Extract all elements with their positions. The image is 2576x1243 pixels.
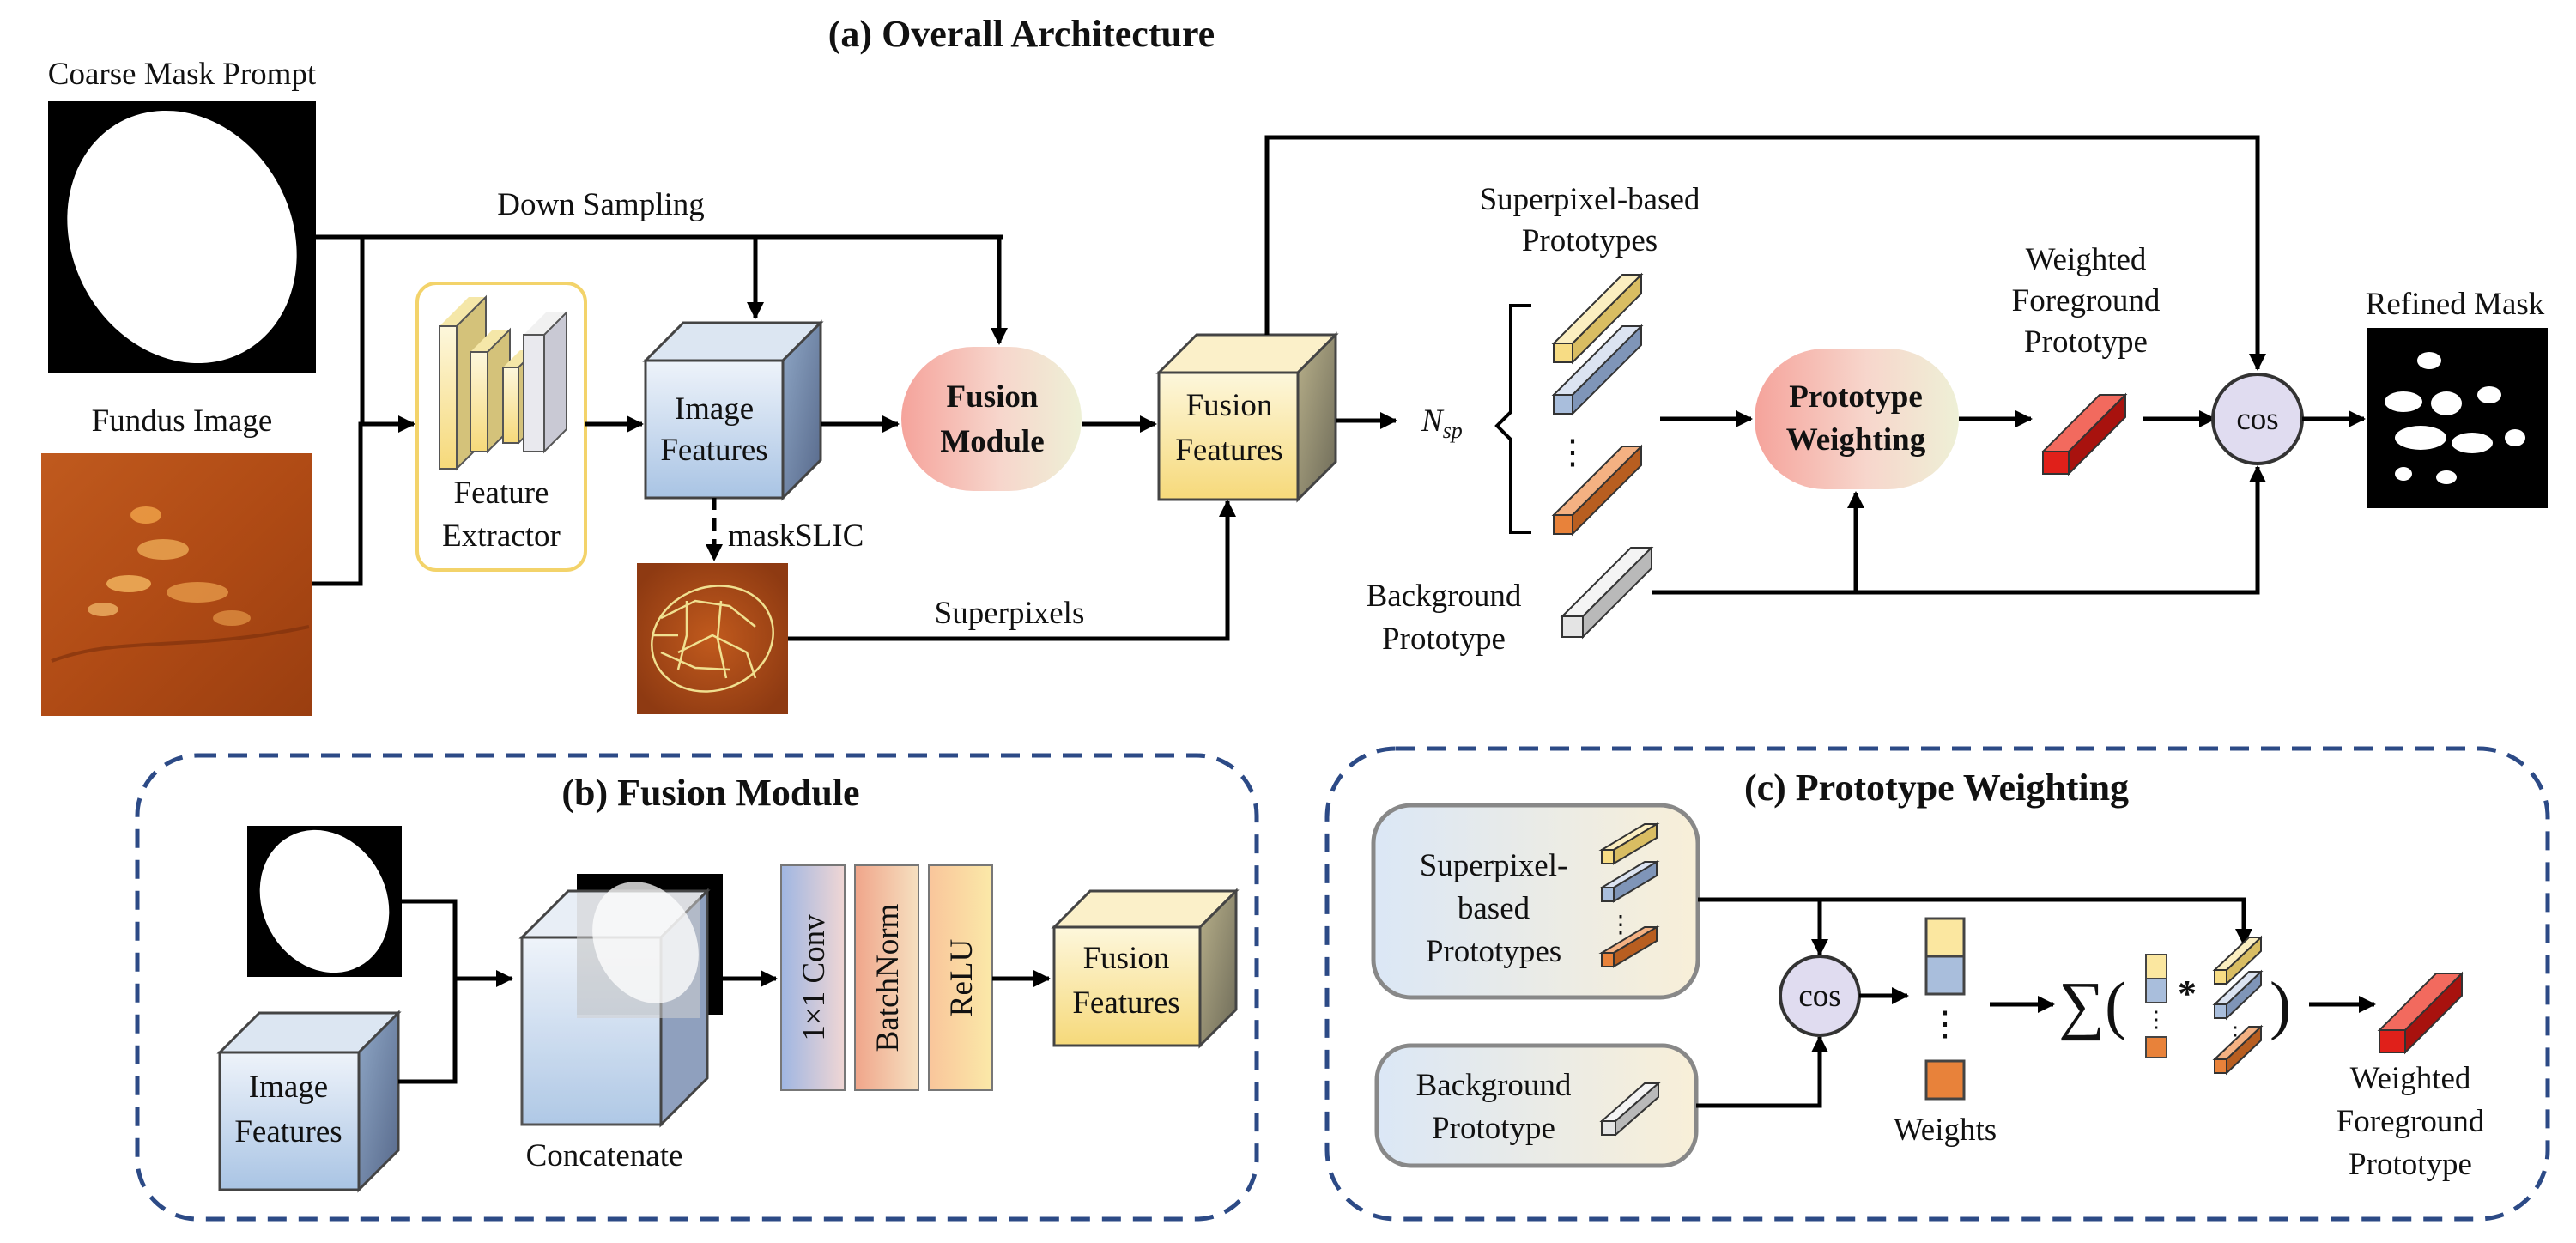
close-paren: ) [2270, 969, 2291, 1041]
fundus-image-label: Fundus Image [92, 403, 273, 439]
bg-prototype-bar [1560, 545, 1654, 640]
bg-prototype-line1: Background [1367, 579, 1522, 614]
weighting-bg-line2: Prototype [1432, 1111, 1555, 1146]
fusion-panel-fusion-features-line2: Features [1072, 985, 1179, 1021]
weighting-cos-node: cos [1779, 955, 1861, 1037]
prototype-weighting-line1: Prototype [1789, 379, 1923, 415]
fusion-panel-image-features: Image Features [216, 1010, 402, 1193]
title-prototype-weighting: (c) Prototype Weighting [1744, 767, 2129, 809]
fusion-module-node: Fusion Module [901, 347, 1082, 491]
fusion-panel-mask [247, 826, 402, 977]
fusion-panel-image-features-line2: Features [234, 1114, 342, 1149]
superpixel-image [637, 563, 788, 714]
times-symbol: * [2178, 973, 2197, 1015]
sp-prototypes-line2: Prototypes [1522, 223, 1658, 258]
batchnorm-layer: BatchNorm [854, 864, 919, 1091]
image-features-cube: Image Features [642, 319, 824, 501]
prototype-bar-orange [1551, 444, 1644, 537]
prototype-weighting-line2: Weighting [1786, 422, 1926, 458]
nsp-subscript: sp [1443, 418, 1463, 443]
image-features-line1: Image [675, 391, 754, 427]
weighting-bg-box: Background Prototype [1374, 1043, 1699, 1168]
relu-layer: ReLU [928, 864, 993, 1091]
coarse-mask-image [48, 101, 316, 373]
feature-extractor-line2: Extractor [442, 518, 561, 554]
cos-label: cos [2236, 402, 2278, 437]
fusion-module-line2: Module [940, 424, 1044, 459]
image-features-line2: Features [660, 433, 767, 468]
weighting-fg-bar [2377, 971, 2464, 1055]
weights-label: Weights [1894, 1113, 1997, 1148]
conv-layer-label: 1×1 Conv [797, 914, 832, 1041]
prototype-dots: ⋮ [1555, 433, 1590, 471]
feature-extractor: Feature Extractor [415, 282, 587, 572]
conv-layer: 1×1 Conv [780, 864, 846, 1091]
weights-dots: ⋮ [1928, 1004, 1962, 1043]
weighting-sp-line1: Superpixel- [1420, 848, 1568, 883]
weighted-fg-line2: Foreground [2012, 283, 2161, 318]
feature-extractor-line1: Feature [454, 476, 549, 511]
fundus-image [41, 453, 312, 716]
fusion-features-line2: Features [1175, 433, 1282, 468]
refined-mask-image [2367, 328, 2548, 508]
fusion-panel-fusion-features: Fusion Features [1051, 888, 1240, 1049]
down-sampling-label: Down Sampling [497, 187, 705, 222]
prototype-weighting-panel [1324, 746, 2550, 1222]
weighting-fg-line2: Foreground [2337, 1104, 2485, 1139]
bg-prototype-line2: Prototype [1382, 622, 1506, 657]
fusion-module-panel [135, 753, 1259, 1222]
maskslic-label: maskSLIC [728, 518, 864, 554]
prototype-bar-yellow [1551, 272, 1644, 365]
weighting-cos-label: cos [1798, 979, 1840, 1014]
weighting-sp-line3: Prototypes [1426, 934, 1561, 969]
weighting-bg-line1: Background [1416, 1068, 1572, 1103]
superpixels-label: Superpixels [935, 596, 1085, 631]
prototype-weighting-node: Prototype Weighting [1755, 349, 1959, 489]
concatenate-label: Concatenate [526, 1138, 683, 1173]
cos-node: cos [2211, 373, 2304, 465]
weighted-fg-bar [2040, 392, 2128, 476]
fusion-panel-fusion-features-line1: Fusion [1083, 941, 1170, 976]
fusion-features-line1: Fusion [1186, 388, 1273, 423]
fusion-features-cube: Fusion Features [1155, 331, 1339, 503]
prototype-brace [1494, 304, 1531, 534]
sum-prototypes-mini: ⋮ [2212, 935, 2264, 1076]
title-fusion-module: (b) Fusion Module [561, 772, 859, 814]
sum-weights-dots: ⋮ [2145, 1007, 2167, 1032]
batchnorm-layer-label: BatchNorm [870, 903, 906, 1052]
weighting-sp-line2: based [1458, 891, 1530, 926]
weighting-fg-line1: Weighted [2350, 1061, 2471, 1096]
fusion-module-line1: Fusion [947, 379, 1039, 415]
fusion-panel-image-features-line1: Image [249, 1070, 328, 1105]
sp-prototypes-line1: Superpixel-based [1480, 182, 1700, 217]
prototype-bar-blue [1551, 324, 1644, 416]
nsp-label: Nsp [1421, 403, 1463, 443]
title-overall: (a) Overall Architecture [828, 13, 1215, 55]
concatenate-cube [518, 874, 723, 1128]
weighted-fg-line3: Prototype [2024, 324, 2148, 360]
sum-weights-mini: ⋮ [2145, 954, 2167, 1058]
sum-symbol: ∑( [2058, 969, 2127, 1041]
weighting-sp-dots: ⋮ [1609, 912, 1633, 938]
weighting-fg-line3: Prototype [2349, 1147, 2472, 1182]
relu-layer-label: ReLU [944, 939, 979, 1016]
refined-mask-label: Refined Mask [2366, 287, 2545, 322]
weighting-sp-box: Superpixel- based Prototypes ⋮ [1371, 803, 1700, 1000]
coarse-mask-label: Coarse Mask Prompt [48, 57, 317, 92]
nsp-letter: N [1421, 403, 1445, 439]
weighted-fg-line1: Weighted [2026, 242, 2147, 277]
weights-column: ⋮ [1924, 917, 1966, 1101]
